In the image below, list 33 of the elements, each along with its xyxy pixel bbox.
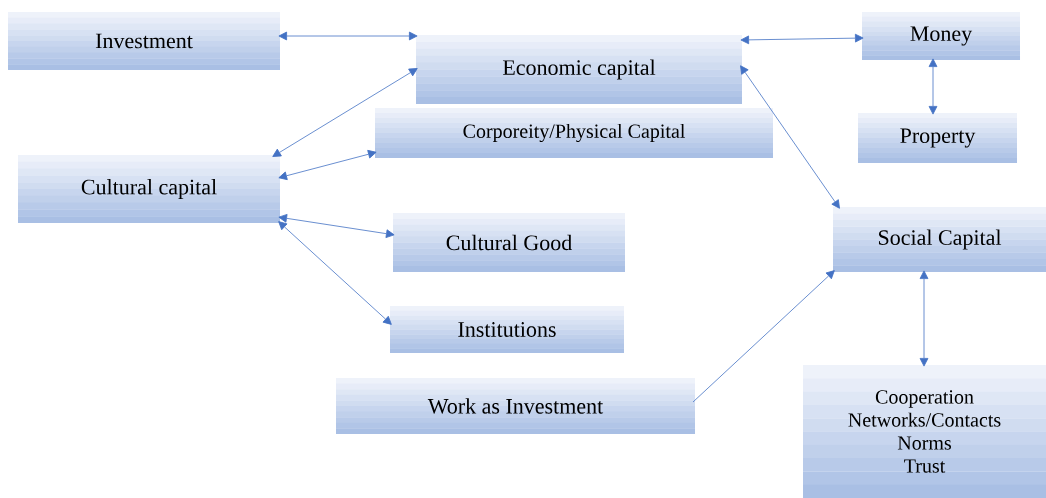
concept-box: Property bbox=[858, 113, 1017, 163]
node-label: Money bbox=[910, 26, 973, 46]
node-label: Cultural capital bbox=[81, 179, 217, 199]
arrow bbox=[919, 270, 929, 367]
concept-box: Cooperation Networks/Contacts Norms Trust bbox=[803, 365, 1046, 498]
concept-box: Economic capital bbox=[416, 35, 742, 104]
node-label: Economic capital bbox=[502, 59, 656, 80]
node-label: Institutions bbox=[458, 322, 556, 337]
concept-box: Money bbox=[862, 12, 1020, 60]
node-label: Norms bbox=[897, 436, 952, 450]
node-label: Cooperation bbox=[875, 390, 974, 408]
arrow bbox=[928, 58, 938, 115]
arrow bbox=[272, 68, 418, 157]
node-label: Trust bbox=[904, 459, 946, 473]
node-label: Property bbox=[900, 128, 976, 148]
arrow bbox=[278, 214, 395, 238]
concept-box: Social Capital bbox=[833, 207, 1046, 272]
node-label: Investment bbox=[95, 33, 193, 49]
concept-box: Work as Investment bbox=[336, 378, 695, 434]
concept-box: Cultural Good bbox=[393, 213, 625, 272]
node-label: Cultural Good bbox=[446, 234, 572, 251]
arrow bbox=[692, 270, 835, 403]
arrow bbox=[740, 33, 864, 45]
concept-box: Cultural capital bbox=[18, 155, 280, 223]
node-label: Networks/Contacts bbox=[848, 412, 1001, 427]
arrow bbox=[278, 221, 392, 325]
arrow bbox=[278, 149, 377, 181]
arrow bbox=[740, 65, 840, 209]
concept-box: Investment bbox=[8, 12, 280, 70]
arrow bbox=[278, 31, 418, 41]
concept-box: Corporeity/Physical Capital bbox=[375, 108, 773, 158]
node-label: Social Capital bbox=[878, 229, 1002, 250]
concept-box: Institutions bbox=[390, 306, 624, 353]
